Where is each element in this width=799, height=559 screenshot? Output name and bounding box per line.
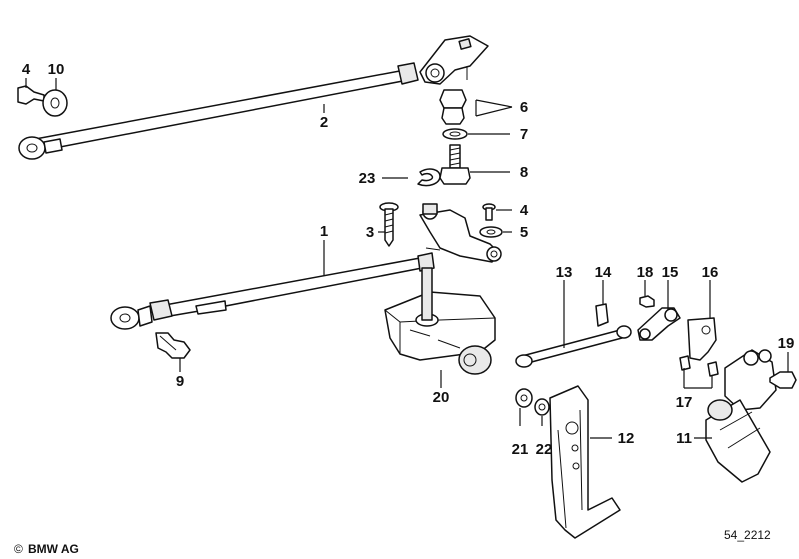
- gear-motor-housing: [384, 267, 496, 375]
- washer: [442, 128, 468, 140]
- callout-14: 14: [595, 264, 612, 281]
- callout-8: 8: [520, 164, 528, 181]
- callout-20: 20: [433, 389, 450, 406]
- bolt-small-upper-left: [17, 85, 45, 105]
- crank-plate-upper: [419, 35, 489, 85]
- callout-13: 13: [556, 264, 573, 281]
- nut-21: [515, 388, 533, 408]
- callout-4-right: 4: [520, 202, 529, 219]
- bolt-19: [769, 371, 797, 389]
- callout-17: 17: [676, 394, 693, 411]
- crank-lever-lower: [419, 203, 502, 263]
- circlip: [417, 168, 441, 187]
- mounting-bracket-12: [549, 385, 621, 539]
- callout-numbers: 4 10 2 6 7 8 23 4 3 5 1 13 14 18 15 16 1…: [22, 61, 795, 458]
- callout-22: 22: [536, 441, 553, 458]
- push-rod-lower: [110, 252, 435, 330]
- bolt-lower-left: [155, 332, 191, 359]
- callout-4-upper-left: 4: [22, 61, 31, 78]
- screw-18: [639, 295, 655, 308]
- screw-left: [379, 202, 399, 247]
- callout-23: 23: [359, 170, 376, 187]
- callout-21: 21: [512, 441, 529, 458]
- callout-2: 2: [320, 114, 328, 131]
- callout-10: 10: [48, 61, 65, 78]
- diagram-code: 54_2212: [724, 528, 771, 542]
- leader-lines: [25, 78, 789, 439]
- clip-17a: [679, 355, 691, 371]
- callout-11: 11: [676, 430, 692, 447]
- callout-19: 19: [778, 335, 795, 352]
- callout-7: 7: [520, 126, 528, 143]
- linkage-rod-right: [515, 325, 632, 368]
- push-rod-upper: [18, 62, 419, 160]
- washer-22: [534, 398, 550, 416]
- callout-6: 6: [520, 99, 528, 116]
- callout-9: 9: [176, 373, 184, 390]
- hex-nut-pair: [439, 89, 467, 125]
- callout-5: 5: [520, 224, 528, 241]
- copyright-symbol: ©: [14, 542, 23, 556]
- callout-12: 12: [618, 430, 635, 447]
- clip-17b: [707, 361, 719, 377]
- callout-16: 16: [702, 264, 719, 281]
- callout-1: 1: [320, 223, 328, 240]
- wiper-motor: [705, 349, 777, 483]
- copyright-text: BMW AG: [28, 542, 79, 556]
- callout-18: 18: [637, 264, 654, 281]
- washer-small: [479, 226, 503, 238]
- hex-bolt: [439, 144, 471, 185]
- footer: © BMW AG 54_2212: [14, 528, 771, 556]
- callout-15: 15: [662, 264, 679, 281]
- clip-14: [595, 303, 609, 327]
- callout-3: 3: [366, 224, 374, 241]
- screw-small-right: [482, 203, 496, 221]
- washer-upper-left: [42, 89, 68, 117]
- crank-arm-15: [637, 307, 681, 341]
- bracket-16: [687, 317, 717, 361]
